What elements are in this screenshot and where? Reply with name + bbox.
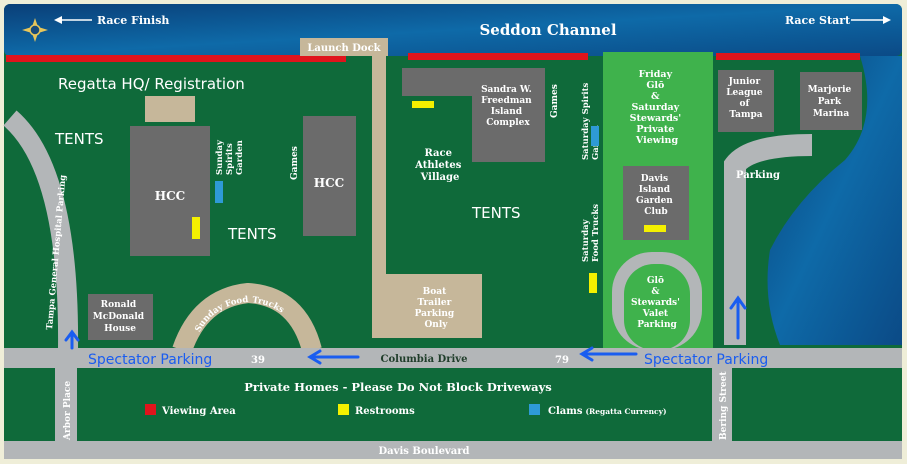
race-finish-arrow-icon: [54, 16, 92, 24]
boat-trailer-parking: [372, 274, 482, 338]
columbia-drive-road: [4, 348, 902, 368]
tents-label: TENTS: [471, 204, 521, 222]
arbor-place-road: [55, 368, 77, 443]
parking-label: Parking: [736, 170, 780, 181]
games-label: Games: [550, 84, 560, 118]
columbia-drive-label: Columbia Drive: [381, 354, 468, 365]
private-homes-note: Private Homes - Please Do Not Block Driv…: [244, 380, 551, 394]
dock-path: [372, 56, 386, 318]
hcc-label: HCC: [155, 189, 185, 203]
legend-swatch-viewing: [145, 404, 156, 415]
compass-icon: [22, 18, 48, 42]
launch-dock-label: Launch Dock: [307, 43, 381, 54]
games-label: Games: [290, 146, 300, 180]
viewing-area-bar: [6, 55, 346, 62]
legend-restrooms: Restrooms: [355, 406, 415, 417]
restroom-marker: [192, 217, 200, 239]
race-finish-label: Race Finish: [97, 14, 169, 27]
address-39: 39: [251, 355, 265, 366]
spectator-parking-label: Spectator Parking: [88, 352, 212, 368]
parking-road: [724, 134, 813, 345]
junior-league-building: [718, 70, 774, 132]
davis-boulevard-road: [4, 441, 902, 459]
legend-swatch-restrooms: [338, 404, 349, 415]
viewing-area-bar: [716, 53, 860, 60]
legend-viewing-area: Viewing Area: [161, 406, 236, 417]
tents-label: TENTS: [54, 130, 104, 148]
race-start-label: Race Start: [785, 14, 851, 27]
race-athletes-village-label: Race Athletes Village: [414, 148, 465, 183]
bering-street-label: Bering Street: [719, 371, 729, 440]
arbor-place-label: Arbor Place: [63, 381, 73, 441]
restroom-marker: [412, 101, 434, 108]
ronald-mcdonald-label: Ronald McDonald House: [93, 300, 147, 334]
spectator-arrow-icon: [729, 295, 747, 340]
restroom-marker: [589, 273, 597, 293]
clams-marker: [215, 181, 223, 203]
marina-water: [767, 56, 902, 345]
glo-valet-label: Glō & Stewards' Valet Parking: [631, 276, 683, 330]
sunday-spirits-garden-label: Sunday Spirits Garden: [215, 137, 245, 175]
freedman-complex-building: [402, 68, 545, 162]
hcc-label: HCC: [314, 176, 344, 190]
spectator-arrow-icon: [579, 346, 638, 362]
tampa-general-parking-road: [3, 110, 79, 351]
marjorie-park-building: [800, 72, 862, 130]
junior-league-label: Junior League of Tampa: [726, 77, 766, 120]
davis-boulevard-label: Davis Boulevard: [379, 446, 470, 457]
regatta-hq-building: [145, 96, 195, 122]
legend-swatch-clams: [529, 404, 540, 415]
spectator-arrow-icon: [64, 329, 80, 350]
ronald-mcdonald-building: [88, 294, 153, 340]
valet-parking-inner: [624, 264, 690, 350]
boat-trailer-label: Boat Trailer Parking Only: [415, 287, 458, 330]
tents-label: TENTS: [227, 225, 277, 243]
bering-street-road: [712, 368, 732, 443]
spectator-parking-label: Spectator Parking: [644, 352, 768, 368]
marjorie-park-label: Marjorie Park Marina: [808, 85, 855, 119]
clams-marker: [591, 126, 599, 146]
map-legend: Viewing Area Restrooms Clams(Regatta Cur…: [145, 404, 667, 417]
viewing-area-bar: [408, 53, 588, 60]
seddon-channel-label: Seddon Channel: [479, 21, 616, 39]
address-79: 79: [555, 355, 569, 366]
launch-dock: [300, 38, 388, 56]
seddon-channel-water: [4, 4, 902, 56]
garden-club-label: Davis Island Garden Club: [636, 174, 676, 217]
freedman-complex-label: Sandra W. Freedman Island Complex: [481, 85, 535, 128]
restroom-marker: [644, 225, 666, 232]
sunday-food-trucks-area: [172, 282, 322, 354]
hcc-building: [303, 116, 356, 236]
regatta-hq-label: Regatta HQ/ Registration: [58, 75, 245, 93]
legend-clams: Clams(Regatta Currency): [548, 406, 667, 417]
spectator-arrow-icon: [307, 349, 360, 365]
glo-viewing-label: Friday Glō & Saturday Stewards' Private …: [630, 69, 685, 146]
race-start-arrow-icon: [851, 16, 891, 24]
saturday-food-trucks-label: Saturday Food Trucks: [581, 204, 601, 262]
